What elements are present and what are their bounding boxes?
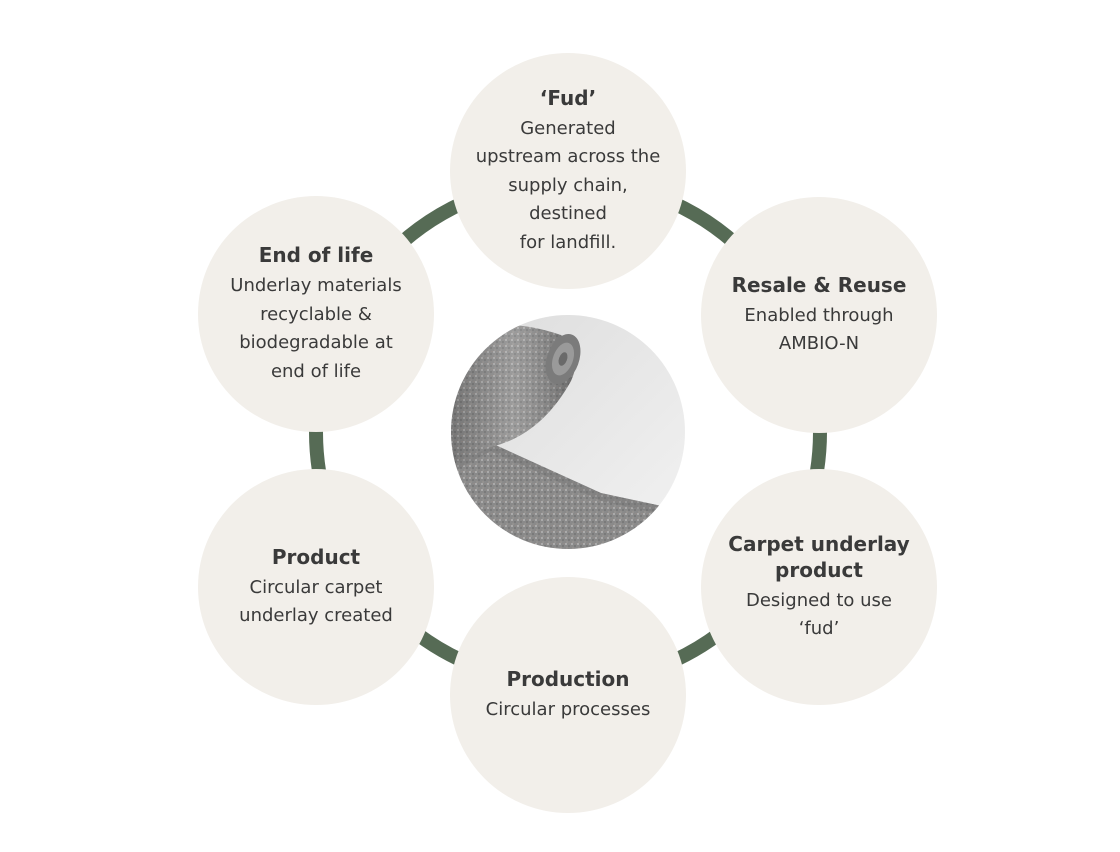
node-resale-desc: Enabled through AMBIO-N bbox=[744, 304, 894, 355]
node-carpet-desc: Designed to use ‘fud’ bbox=[745, 589, 893, 640]
node-end-of-life: End of life Underlay materials recyclabl… bbox=[198, 196, 434, 432]
node-fud-title: ‘Fud’ bbox=[539, 85, 597, 110]
node-product: Product Circular carpet underlay created bbox=[198, 469, 434, 705]
node-eol-desc: Underlay materials recyclable & biodegra… bbox=[230, 275, 402, 382]
node-fud: ‘Fud’ Generated upstream across the supp… bbox=[450, 53, 686, 289]
carpet-roll-illustration bbox=[451, 315, 685, 549]
node-resale-reuse: Resale & Reuse Enabled through AMBIO-N bbox=[701, 197, 937, 433]
node-fud-desc: Generated upstream across the supply cha… bbox=[475, 117, 661, 253]
node-production-title: Production bbox=[506, 666, 630, 691]
node-carpet-underlay-product: Carpet underlay product Designed to use … bbox=[701, 469, 937, 705]
node-product-desc: Circular carpet underlay created bbox=[239, 576, 393, 627]
node-production-desc: Circular processes bbox=[485, 698, 651, 720]
node-carpet-title: Carpet underlay product bbox=[728, 531, 910, 582]
node-production: Production Circular processes bbox=[450, 577, 686, 813]
node-product-title: Product bbox=[271, 544, 361, 569]
carpet-underlay-roll-photo bbox=[451, 315, 685, 549]
carpet-sheet bbox=[451, 443, 685, 549]
node-eol-title: End of life bbox=[258, 243, 374, 267]
node-resale-title: Resale & Reuse bbox=[731, 272, 907, 297]
